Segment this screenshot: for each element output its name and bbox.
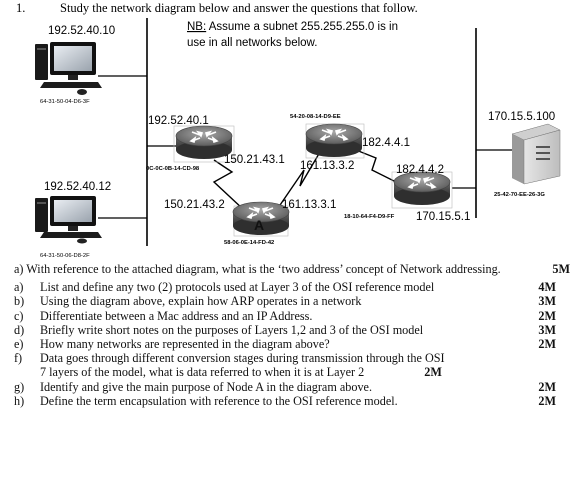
question-text-continued: 7 layers of the model, what is data refe… [40, 365, 365, 380]
question-text: Briefly write short notes on the purpose… [40, 322, 424, 337]
question-letter: h) [14, 393, 25, 408]
question-marks: 3M [538, 322, 556, 337]
router-right-left-ip: 182.4.4.2 [396, 164, 444, 176]
question-marks: 2M [538, 379, 556, 394]
router-right-mac: 18-10-64-F4-D9-FF [344, 214, 395, 220]
question-text: Using the diagram above, explain how ARP… [40, 294, 362, 309]
router-a-right-ip: 161.13.3.1 [282, 199, 336, 211]
note-prefix: NB: [187, 21, 206, 33]
instruction-text: Study the network diagram below and answ… [60, 1, 418, 15]
questions-section: a) With reference to the attached diagra… [14, 262, 570, 408]
wan-link-left-a [212, 159, 245, 211]
router-a-left-ip: 150.21.43.2 [164, 199, 225, 211]
question-marks: 2M [424, 365, 442, 380]
router-left-wan-ip: 150.21.43.1 [224, 154, 285, 166]
router-right [393, 171, 451, 206]
question-item: c) Differentiate between a Mac address a… [14, 309, 570, 323]
router-left-lan-ip: 192.52.40.1 [148, 115, 209, 127]
question-letter: b) [14, 294, 25, 309]
question-marks: 4M [538, 280, 556, 295]
server-mac: 25-42-70-EE-26-3G [494, 192, 545, 198]
question-letter: f) [14, 351, 23, 366]
question-text: Identify and give the main purpose of No… [40, 379, 373, 394]
router-a-label: A [254, 217, 264, 233]
wan-link-a-mid [277, 151, 321, 209]
question-text: How many networks are represented in the… [40, 337, 330, 352]
question-text: List and define any two (2) protocols us… [40, 280, 435, 295]
pc-top [35, 42, 102, 95]
server-ip: 170.15.5.100 [488, 111, 555, 123]
question-number: 1. [16, 1, 25, 15]
router-right-lan-ip: 170.15.5.1 [416, 211, 470, 223]
note-line-2: use in all networks below. [187, 37, 317, 49]
question-item: e) How many networks are represented in … [14, 337, 570, 351]
question-letter: e) [14, 337, 24, 352]
question-item: a) List and define any two (2) protocols… [14, 280, 570, 294]
question-item: f) Data goes through different conversio… [14, 351, 570, 379]
pc-top-ip: 192.52.40.10 [48, 25, 115, 37]
router-mid [305, 123, 363, 158]
question-item: d) Briefly write short notes on the purp… [14, 323, 570, 337]
router-mid-left-ip: 161.13.3.2 [300, 160, 354, 172]
pc-bottom [35, 196, 102, 244]
router-mid-right-ip: 182.4.4.1 [362, 137, 410, 149]
router-left-mac: 0C-0C-0B-14-CD-98 [146, 166, 200, 172]
intro-marks: 5M [552, 262, 570, 276]
note-line-1: Assume a subnet 255.255.255.0 is in [206, 21, 398, 33]
question-letter: d) [14, 322, 25, 337]
question-item: h) Define the term encapsulation with re… [14, 394, 570, 408]
question-letter: c) [14, 308, 24, 323]
question-item: g) Identify and give the main purpose of… [14, 380, 570, 394]
question-marks: 2M [538, 308, 556, 323]
question-marks: 2M [538, 393, 556, 408]
pc-bottom-ip: 192.52.40.12 [44, 181, 111, 193]
intro-text: a) With reference to the attached diagra… [14, 262, 501, 276]
router-a-mac: 58-06-0E-14-FD-42 [224, 240, 274, 246]
router-mid-mac: 54-20-08-14-D9-EE [290, 114, 341, 120]
question-letter: a) [14, 280, 24, 295]
subnet-note: NB: Assume a subnet 255.255.255.0 is in [187, 21, 398, 33]
server [511, 123, 561, 185]
question-marks: 2M [538, 337, 556, 352]
question-item: b) Using the diagram above, explain how … [14, 294, 570, 308]
question-text: Define the term encapsulation with refer… [40, 393, 398, 408]
network-diagram: 1. Study the network diagram below and a… [16, 1, 561, 259]
pc-top-mac: 64-31-50-04-D6-3F [40, 99, 90, 105]
pc-bottom-mac: 64-31-50-06-D8-2F [40, 253, 90, 259]
question-text: Data goes through different conversion s… [40, 351, 445, 366]
question-letter: g) [14, 379, 25, 394]
question-marks: 3M [538, 294, 556, 309]
wan-link-mid-right [355, 149, 397, 183]
question-text: Differentiate between a Mac address and … [40, 308, 313, 323]
intro-question: a) With reference to the attached diagra… [14, 262, 570, 276]
